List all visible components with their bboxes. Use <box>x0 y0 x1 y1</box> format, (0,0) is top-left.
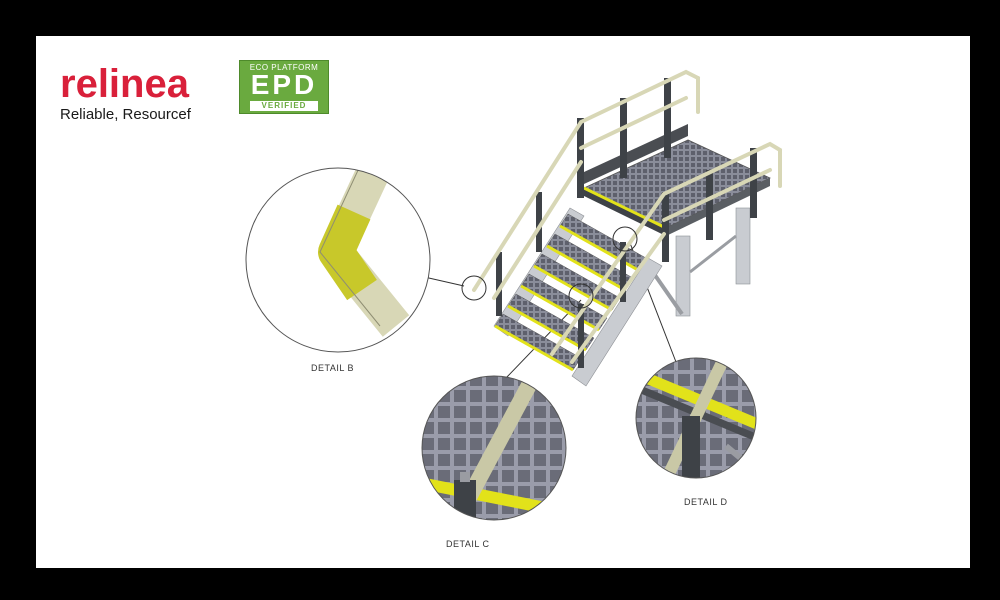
marker-b <box>461 275 487 301</box>
marker-c <box>568 283 594 309</box>
detail-markers <box>461 226 638 309</box>
stair-treads <box>494 213 647 371</box>
epd-badge-bottom-text: VERIFIED <box>250 101 318 111</box>
marker-d <box>612 226 638 252</box>
handrail-posts <box>496 78 757 368</box>
drawing-canvas: relinea Reliable, Resourcef ECO PLATFORM… <box>36 36 970 568</box>
support-column-2 <box>735 207 751 285</box>
detail-b-label: DETAIL B <box>311 363 355 373</box>
epd-verified-badge: ECO PLATFORM EPD VERIFIED <box>239 60 329 114</box>
platform-kickplate <box>584 124 688 184</box>
detail-b-bubble <box>245 167 431 353</box>
platform-edge-front <box>584 188 666 236</box>
platform-edge-side <box>666 178 770 236</box>
stair-platform-drawing <box>245 69 782 521</box>
epd-badge-top-text: ECO PLATFORM <box>249 63 319 72</box>
platform <box>583 124 771 317</box>
detail-d-bubble <box>635 357 757 479</box>
handrails <box>472 69 782 364</box>
support-beam <box>689 234 737 274</box>
support-column-1 <box>675 235 691 317</box>
detail-d-label: DETAIL D <box>684 497 728 507</box>
logo-tagline: Reliable, Resourcef <box>60 106 191 123</box>
epd-badge-main-text: EPD <box>250 69 318 100</box>
detail-c-bubble <box>421 375 567 521</box>
platform-nosing <box>583 186 667 230</box>
detail-c-label: DETAIL C <box>446 539 490 549</box>
logo-wordmark: relinea <box>60 64 189 106</box>
relinea-logo: relinea Reliable, Resourcef <box>60 64 200 124</box>
